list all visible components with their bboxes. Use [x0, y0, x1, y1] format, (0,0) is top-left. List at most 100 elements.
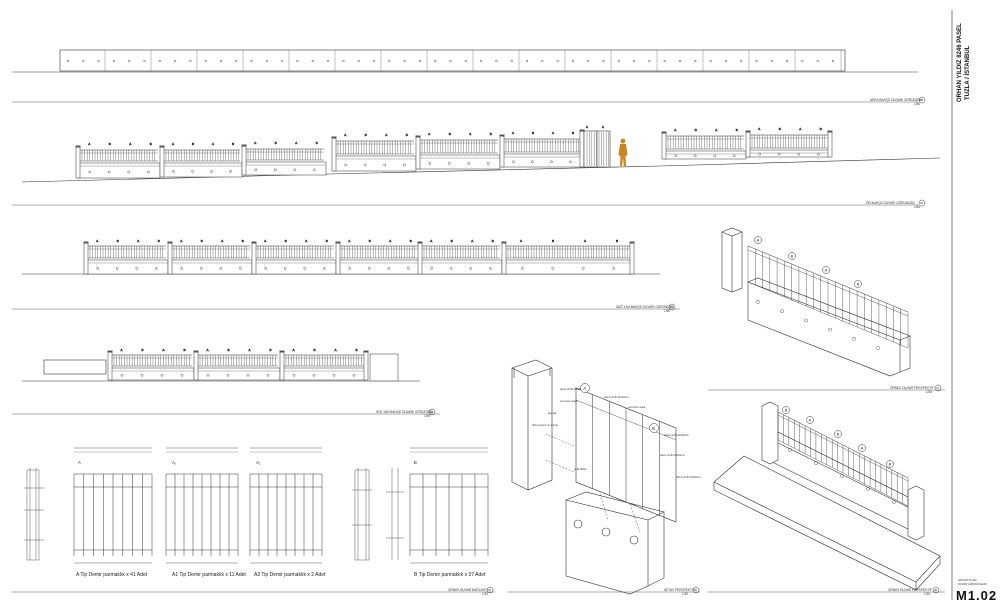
bolt-dot: [694, 59, 697, 63]
base-hole: [293, 168, 297, 172]
bolt-dot: [831, 59, 835, 63]
panel-marker: A: [552, 131, 554, 135]
panel-marker: A: [207, 348, 209, 352]
base-hole: [88, 170, 91, 174]
bolt-dot: [357, 59, 360, 63]
bolt-dot: [816, 59, 819, 63]
bolt-dot: [204, 59, 207, 63]
panel-marker: A: [335, 348, 337, 352]
base-hole: [777, 152, 781, 156]
bolt-dot: [296, 59, 299, 63]
type-marker-a: A: [78, 460, 81, 465]
panel-marker: B: [242, 239, 244, 243]
bolt-dot: [372, 59, 376, 63]
view-caption-07: ÖRNEK DUVAR PERSPEKTİF: [890, 385, 934, 390]
base-hole: [180, 373, 184, 377]
panel-marker: A: [520, 239, 522, 243]
detail-marker-a-circle: [580, 383, 590, 393]
base-hole: [449, 267, 453, 270]
panel-marker: B: [285, 239, 287, 243]
side-section-3: [386, 468, 404, 560]
base-hole: [758, 152, 762, 156]
view-number-circle-08: [932, 586, 940, 594]
post-cap: [241, 144, 247, 147]
bolt-dot: [158, 59, 161, 63]
view-number-circle-05: [486, 586, 494, 594]
base-hole: [447, 162, 451, 165]
post-cap: [661, 131, 667, 134]
post-cap: [279, 350, 285, 353]
base-hole: [332, 373, 336, 377]
panel-marker: A: [137, 239, 139, 243]
base-hole: [797, 152, 801, 156]
base-hole: [469, 267, 473, 270]
panel-marker: B: [270, 348, 272, 352]
base-hole: [292, 373, 296, 377]
panel-marker: A: [799, 127, 801, 131]
wall-post: [629, 242, 635, 275]
panel-marker: A: [469, 132, 471, 136]
panel-marker: A: [389, 239, 391, 243]
bolt-dot: [648, 59, 651, 63]
perspective-07-marker: A: [825, 268, 828, 273]
panel-marker: A: [305, 239, 307, 243]
panel-marker: B: [356, 348, 358, 352]
panel-marker: A: [172, 142, 174, 146]
bolt-dot: [97, 59, 100, 63]
wall-post: [415, 136, 421, 170]
wall-base: [417, 154, 501, 170]
view-caption-02: ÖN BAHÇE DUVARI GÖRÜNÜŞÜ: [866, 201, 916, 205]
post-cap: [415, 135, 421, 138]
base-hole: [383, 163, 387, 167]
perspective-07-marker-circle: [822, 266, 830, 274]
bolt-dot: [510, 59, 513, 63]
wall-base: [161, 162, 243, 178]
detail-note-5: demir profil 20x40mm: [660, 453, 685, 457]
view-caption-08: ÖRNEK DUVAR PERSPEKTİF: [888, 587, 932, 592]
bolt-dot: [403, 59, 406, 63]
wall-perspective-07: [721, 227, 911, 377]
panel-marker: A: [163, 348, 165, 352]
panel-marker: A: [674, 128, 676, 132]
wall-post: [331, 137, 337, 172]
bolt-dot: [480, 59, 483, 63]
post-cap: [363, 350, 369, 353]
bolt-dot: [265, 59, 268, 63]
panel-marker: A: [264, 239, 266, 243]
panel-marker: B: [369, 239, 371, 243]
bolt-dot: [418, 59, 421, 63]
panel-marker: B: [201, 239, 203, 243]
bolt-dot: [434, 59, 437, 63]
base-hole: [428, 162, 432, 165]
perspective-08-marker: A: [809, 418, 812, 423]
base-hole: [264, 267, 268, 270]
base-hole: [254, 168, 257, 172]
bolt-dot: [235, 59, 238, 63]
base-hole: [531, 160, 534, 164]
panel-marker: A: [344, 133, 346, 137]
base-hole: [160, 373, 164, 377]
wall-post: [107, 351, 113, 381]
plan-label-2: DUVAR GÖRÜNÜŞLERİ: [958, 581, 987, 586]
project-title: ORHAN YILDIZ 8246 PASEL: [957, 23, 963, 102]
base-hole: [488, 267, 492, 270]
panel-marker: B: [532, 131, 534, 135]
view-scale-02: 1/50: [914, 205, 920, 209]
panel-marker: A: [385, 133, 387, 137]
panel-marker: B: [314, 348, 316, 352]
wall-base: [253, 259, 337, 275]
detail-note-3: kaynak: [548, 411, 557, 415]
panel-marker: B: [490, 132, 492, 136]
bolt-dot: [311, 59, 314, 63]
post-cap: [745, 130, 751, 133]
panel-marker: B: [184, 348, 186, 352]
bolt-dot: [82, 59, 85, 63]
bolt-dot: [770, 59, 773, 63]
detail-rail: [575, 399, 677, 441]
base-hole: [127, 170, 131, 174]
perspective-08-marker-circle: [886, 460, 894, 468]
panel-marker: A: [430, 239, 432, 243]
detail-note-7: çelik dübel: [574, 467, 587, 471]
